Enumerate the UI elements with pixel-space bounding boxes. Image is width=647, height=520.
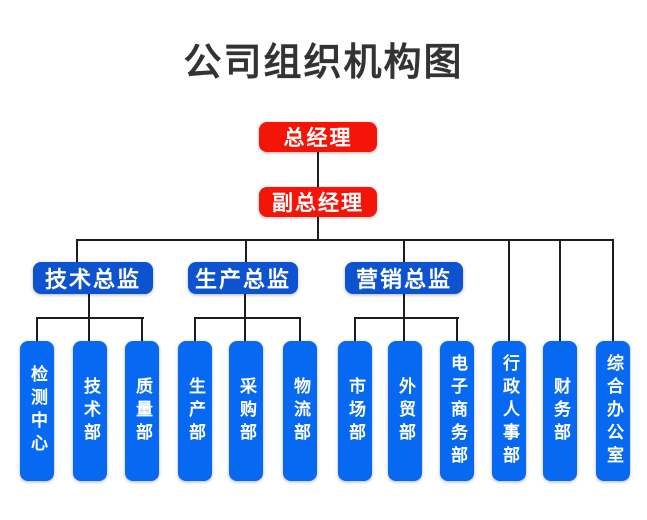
connector-line (559, 240, 561, 341)
connector-line (354, 317, 459, 319)
connector-line (76, 239, 614, 241)
node-dept-hr-admin: 行政人事部 (492, 341, 526, 481)
connector-line (612, 240, 614, 341)
node-dept-general-office: 综合办公室 (596, 341, 630, 481)
node-deputy-general-manager: 副总经理 (259, 187, 377, 217)
connector-line (317, 152, 319, 187)
node-dept-finance: 财务部 (543, 341, 577, 481)
dept-label: 检测中心 (28, 365, 47, 457)
dept-label: 外贸部 (396, 376, 415, 446)
dept-label: 生产部 (186, 376, 205, 446)
connector-line (354, 318, 356, 341)
connector-line (76, 240, 78, 262)
dept-label: 技术部 (81, 376, 100, 446)
dept-label: 市场部 (346, 376, 365, 446)
node-dept-production: 生产部 (178, 341, 212, 481)
connector-line (36, 318, 38, 341)
connector-line (456, 318, 458, 341)
connector-line (245, 240, 247, 262)
node-general-manager: 总经理 (259, 122, 377, 152)
node-dept-market: 市场部 (338, 341, 372, 481)
connector-line (36, 317, 144, 319)
dept-label: 物流部 (291, 376, 310, 446)
node-dept-testing-center: 检测中心 (20, 341, 54, 481)
node-dept-technology: 技术部 (73, 341, 107, 481)
dept-label: 财务部 (551, 376, 570, 446)
connector-line (141, 318, 143, 341)
node-director-technology: 技术总监 (33, 262, 153, 294)
connector-line (194, 317, 301, 319)
node-dept-ecommerce: 电子商务部 (440, 341, 474, 481)
dept-label: 电子商务部 (448, 353, 467, 469)
node-dept-logistics: 物流部 (283, 341, 317, 481)
node-dept-foreign-trade: 外贸部 (388, 341, 422, 481)
connector-line (508, 240, 510, 341)
connector-line (299, 318, 301, 341)
connector-line (194, 318, 196, 341)
node-dept-purchasing: 采购部 (229, 341, 263, 481)
node-director-production: 生产总监 (188, 262, 298, 294)
dept-label: 综合办公室 (604, 353, 623, 469)
node-dept-quality: 质量部 (125, 341, 159, 481)
connector-line (403, 240, 405, 262)
connector-line (317, 217, 319, 240)
dept-label: 采购部 (237, 376, 256, 446)
dept-label: 质量部 (133, 376, 152, 446)
node-director-marketing: 营销总监 (345, 262, 463, 294)
dept-label: 行政人事部 (500, 353, 519, 469)
chart-title: 公司组织机构图 (183, 42, 464, 84)
